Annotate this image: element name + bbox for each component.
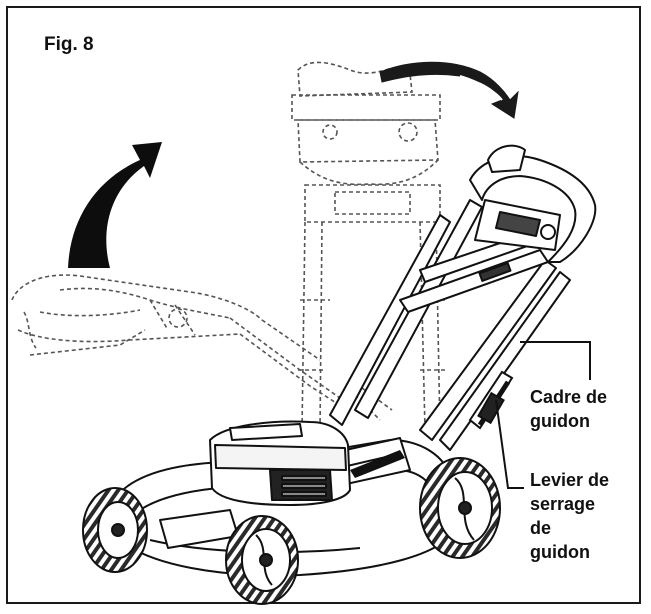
- rotate-back-arrow-icon: [379, 61, 519, 119]
- front-left-wheel: [82, 487, 148, 573]
- callout-handle-frame: Cadre de guidon: [530, 385, 607, 433]
- fold-up-arrow-icon: [68, 142, 162, 268]
- rear-strip: [350, 450, 405, 478]
- battery-cover: [209, 420, 351, 506]
- callout-handle-frame-line2: guidon: [530, 411, 590, 431]
- front-right-wheel: [225, 515, 299, 605]
- leader-lines: [495, 341, 591, 489]
- callout-clamp-lever-line2: serrage: [530, 494, 596, 514]
- callout-clamp-lever-line1: Levier de: [530, 470, 610, 490]
- handle-frame-solid: [329, 144, 597, 451]
- figure-label: Fig. 8: [44, 34, 94, 55]
- callout-clamp-lever: Levier de serrage de guidon: [530, 468, 609, 564]
- callout-clamp-lever-line3: de: [530, 518, 552, 538]
- clamp-lever: [468, 370, 514, 430]
- handle-folded-position: [11, 274, 393, 421]
- callout-clamp-lever-line4: guidon: [530, 542, 590, 562]
- rear-wheel: [419, 457, 501, 559]
- callout-handle-frame-line1: Cadre de: [530, 387, 608, 407]
